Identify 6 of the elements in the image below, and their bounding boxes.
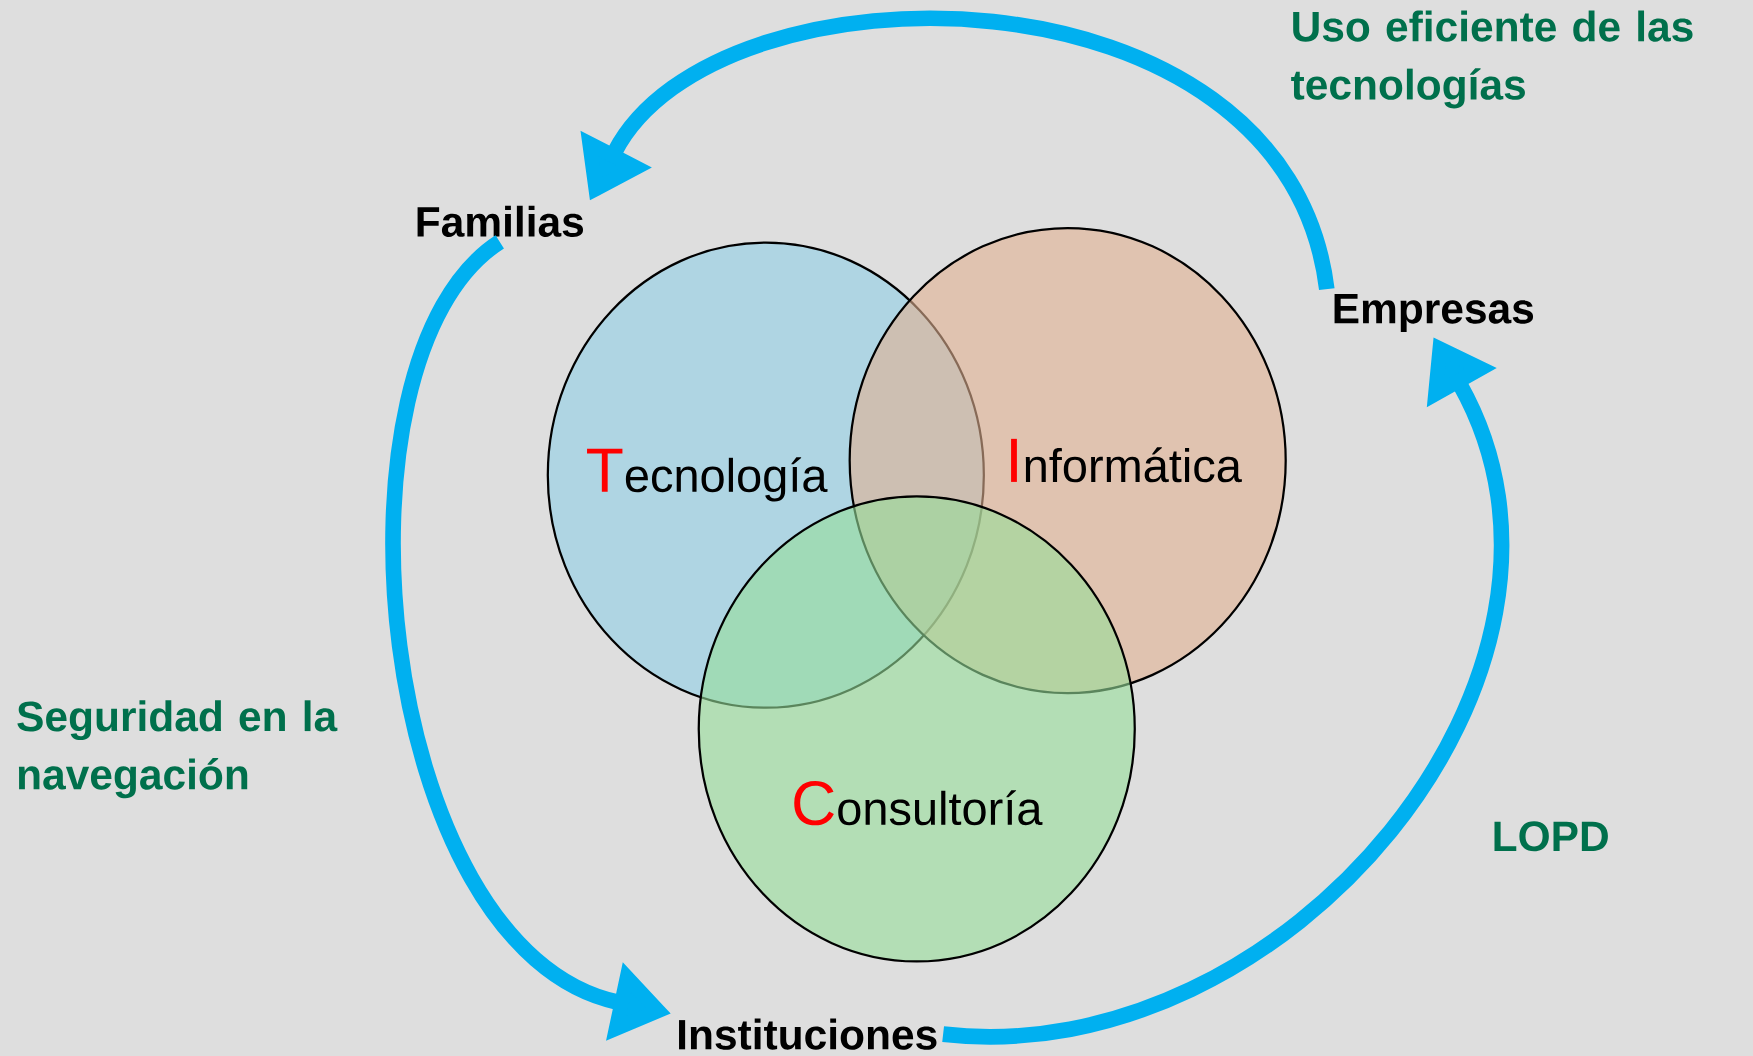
group-label: Empresas — [1334, 293, 1534, 332]
edge-label: Seguridad en la navegación — [17, 700, 338, 798]
group-label: Familias — [417, 205, 583, 237]
edge-label: LOPD — [1494, 820, 1608, 852]
edge-label: Uso eficiente de las tecnologías — [1291, 10, 1693, 109]
group-label: Instituciones — [679, 1018, 937, 1050]
